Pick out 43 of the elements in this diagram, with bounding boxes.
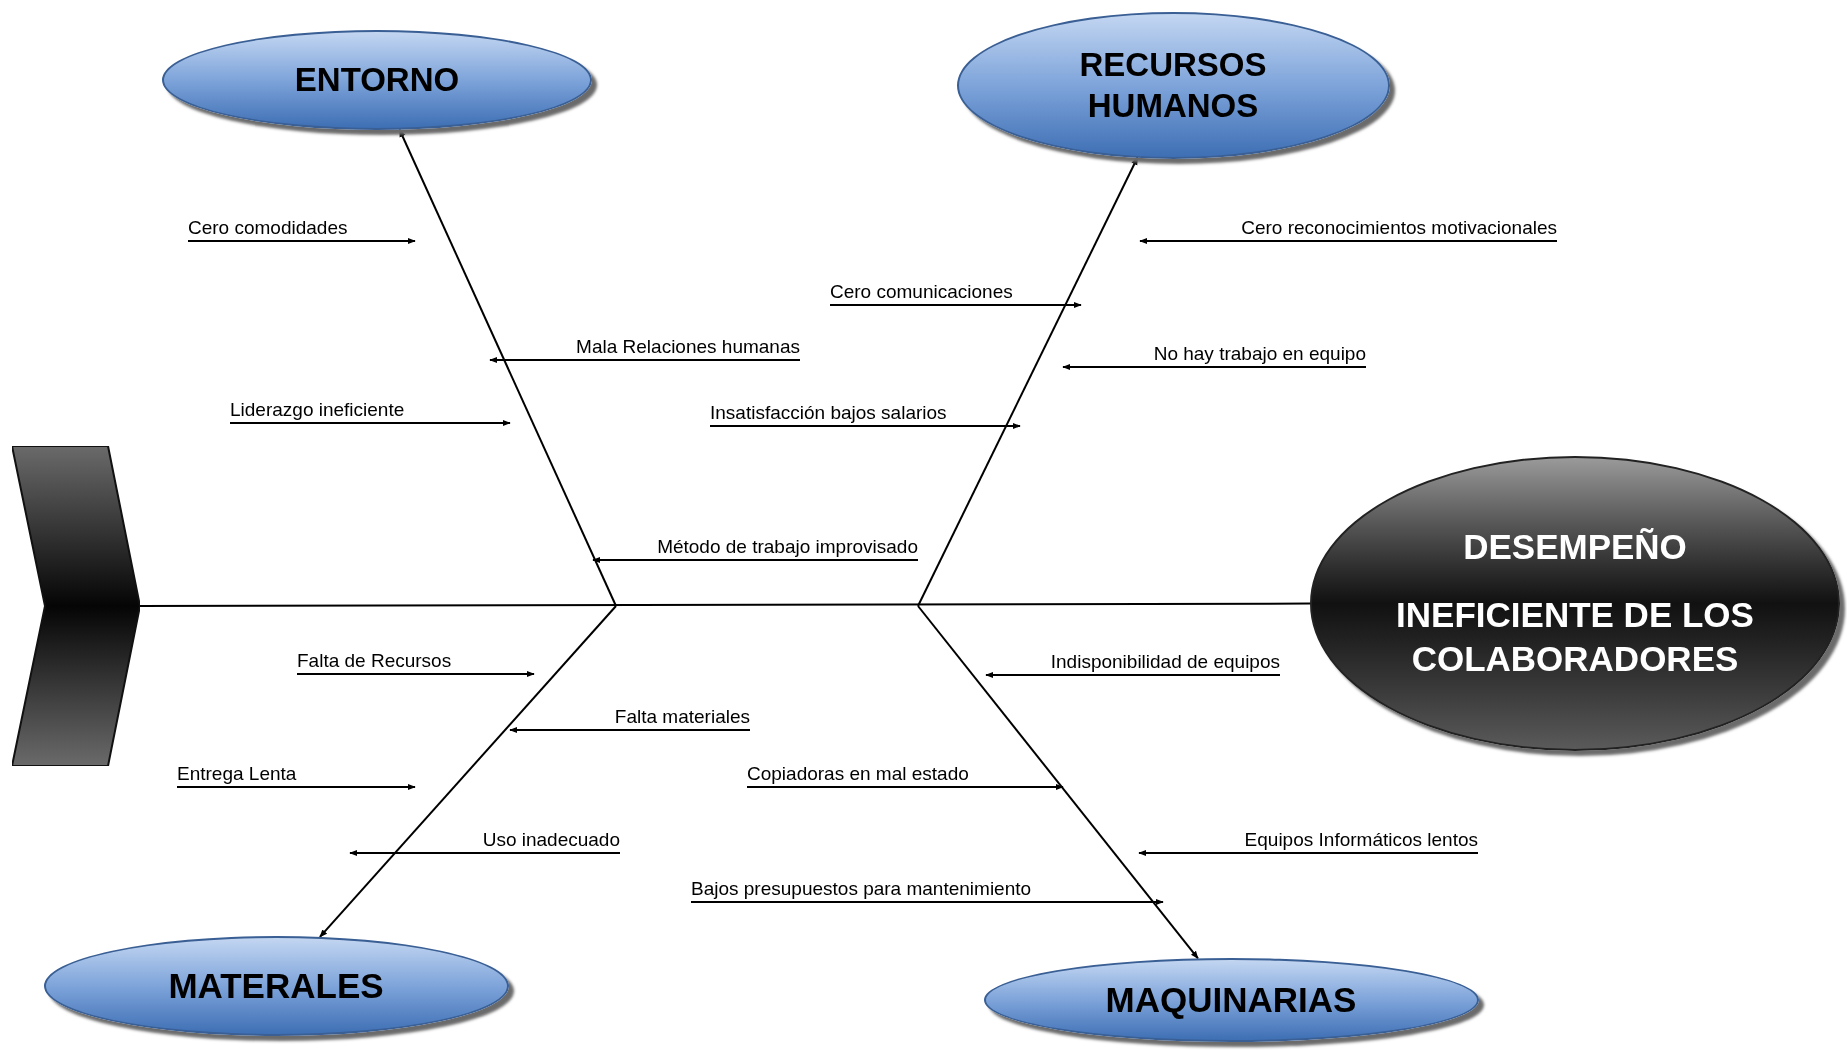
effect-label: INEFICIENTE DE LOS COLABORADORES bbox=[1395, 594, 1755, 680]
cause-label: Indisponibilidad de equipos bbox=[1050, 652, 1280, 672]
cause-label: Insatisfacción bajos salarios bbox=[710, 403, 947, 423]
fishbone-tail bbox=[12, 446, 140, 766]
cause-label: Falta de Recursos bbox=[297, 651, 452, 671]
cause-label: Bajos presupuestos para mantenimiento bbox=[691, 879, 1032, 899]
category-label: MATERALES bbox=[167, 965, 385, 1008]
cause-label: Copiadoras en mal estado bbox=[747, 764, 969, 784]
arrow bbox=[592, 556, 919, 564]
arrow bbox=[709, 422, 1021, 430]
arrow bbox=[917, 156, 1139, 607]
arrow bbox=[229, 419, 511, 427]
arrow bbox=[1138, 849, 1479, 857]
arrow bbox=[1139, 237, 1558, 245]
arrow bbox=[187, 237, 416, 245]
category-label: MAQUINARIAS bbox=[1104, 979, 1358, 1022]
cause-label: Cero comunicaciones bbox=[830, 282, 1013, 302]
arrow bbox=[509, 726, 751, 734]
arrow bbox=[985, 671, 1281, 679]
category-label: ENTORNO bbox=[293, 60, 461, 101]
arrow bbox=[489, 356, 801, 364]
arrow bbox=[398, 128, 617, 607]
arrow bbox=[296, 670, 535, 678]
arrow bbox=[1062, 363, 1367, 371]
arrow bbox=[917, 605, 1199, 960]
cause-label: Cero reconocimientos motivacionales bbox=[1241, 218, 1557, 238]
arrow bbox=[176, 783, 416, 791]
arrow bbox=[829, 301, 1082, 309]
arrow bbox=[746, 783, 1064, 791]
cause-label: Falta materiales bbox=[614, 707, 750, 727]
effect-label: DESEMPEÑO bbox=[1462, 526, 1688, 569]
category-label: RECURSOS HUMANOS bbox=[1078, 44, 1268, 126]
cause-label: Equipos Informáticos lentos bbox=[1244, 830, 1478, 850]
cause-label: Cero comodidades bbox=[188, 218, 348, 238]
cause-label: Método de trabajo improvisado bbox=[657, 537, 918, 557]
cause-label: Mala Relaciones humanas bbox=[576, 337, 800, 357]
cause-label: No hay trabajo en equipo bbox=[1153, 344, 1366, 364]
cause-label: Entrega Lenta bbox=[177, 764, 297, 784]
cause-label: Uso inadecuado bbox=[482, 830, 620, 850]
arrow bbox=[349, 849, 621, 857]
arrow bbox=[690, 898, 1164, 906]
arrow bbox=[318, 605, 617, 938]
cause-label: Liderazgo ineficiente bbox=[230, 400, 405, 420]
